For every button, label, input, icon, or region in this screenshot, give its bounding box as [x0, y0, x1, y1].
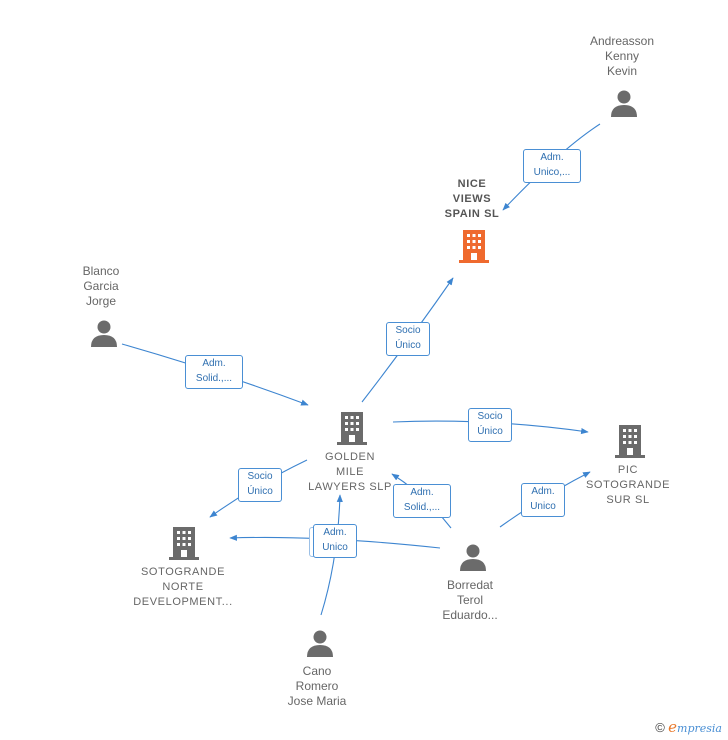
building-icon-pic-sotogrande[interactable]	[614, 424, 646, 458]
edge-label-golden-mile-sotogrande-norte[interactable]: Socio Único	[238, 468, 282, 502]
node-label-nice-views[interactable]: NICE VIEWS SPAIN SL	[444, 178, 500, 220]
edge-label-blanco-golden-mile[interactable]: Adm. Solid.,...	[185, 355, 243, 389]
brand-initial: e	[668, 718, 678, 736]
person-icon-blanco	[91, 320, 117, 347]
edge-label-golden-mile-pic[interactable]: Socio Único	[468, 408, 512, 442]
building-icon-golden-mile[interactable]	[336, 411, 368, 445]
node-label-sotogrande-norte[interactable]: SOTOGRANDE NORTE DEVELOPMENT...	[133, 566, 233, 608]
person-icon-andreasson	[611, 90, 637, 117]
node-label-pic-sotogrande[interactable]: PIC SOTOGRANDE SUR SL	[585, 464, 671, 506]
brand-name: mpresia	[677, 722, 722, 735]
copyright-symbol: ©	[655, 720, 665, 735]
node-label-blanco[interactable]: Blanco Garcia Jorge	[82, 264, 120, 308]
edge-label-cano-golden-mile[interactable]: Adm. Unico	[313, 524, 357, 558]
edge-label-borredat-golden-mile[interactable]: Adm. Solid.,...	[393, 484, 451, 518]
edge-label-andreasson-nice-views[interactable]: Adm. Unico,...	[523, 149, 581, 183]
node-label-cano[interactable]: Cano Romero Jose Maria	[287, 664, 347, 708]
edge-label-borredat-pic[interactable]: Adm. Unico	[521, 483, 565, 517]
person-icon-cano	[307, 630, 333, 657]
empresia-brand[interactable]: © empresia	[655, 718, 722, 736]
building-icon-sotogrande-norte[interactable]	[168, 526, 200, 560]
node-label-andreasson[interactable]: Andreasson Kenny Kevin	[589, 34, 655, 78]
edge-label-golden-mile-nice-views[interactable]: Socio Único	[386, 322, 430, 356]
building-icon-nice-views[interactable]	[458, 229, 490, 263]
node-label-golden-mile[interactable]: GOLDEN MILE LAWYERS SLP	[308, 451, 392, 493]
person-icon-borredat	[460, 544, 486, 571]
node-label-borredat[interactable]: Borredat Terol Eduardo...	[442, 578, 498, 622]
